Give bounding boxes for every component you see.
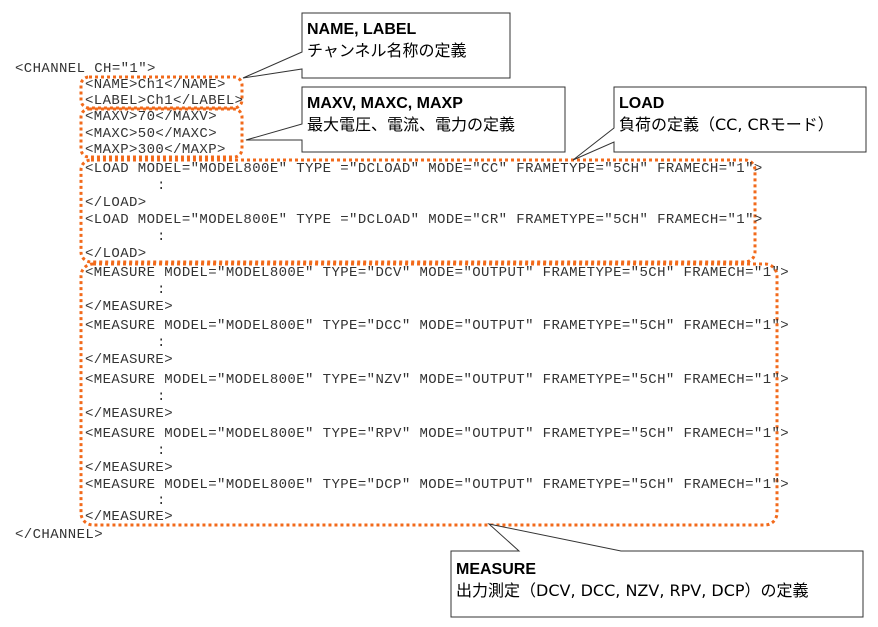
ellipsis: : [157,335,166,351]
callout-desc: 負荷の定義（CC, CRモード） [619,115,834,134]
ellipsis: : [157,389,166,405]
callout-title: LOAD [619,95,665,112]
maxc-tag: <MAXC>50</MAXC> [85,126,218,142]
callout-desc: 出力測定（DCV, DCC, NZV, RPV, DCP）の定義 [456,581,809,600]
load-highlight [79,158,757,264]
ellipsis: : [157,493,166,509]
load-cr-tag: <LOAD MODEL="MODEL800E" TYPE ="DCLOAD" M… [85,212,763,228]
name-label-callout-box [242,12,511,79]
max-highlight [79,107,244,159]
measure-close-tag: </MEASURE> [85,509,174,525]
measure-highlight [79,262,779,527]
maxv-tag: <MAXV>70</MAXV> [85,109,218,125]
load-close-tag: </LOAD> [85,195,147,211]
ellipsis: : [157,282,166,298]
callout-title: MAXV, MAXC, MAXP [307,95,463,112]
measure-close-tag: </MEASURE> [85,299,174,315]
max-callout-box [245,86,566,153]
measure-callout-box [450,523,864,618]
channel-open-tag: <CHANNEL CH="1"> [15,61,156,77]
measure-close-tag: </MEASURE> [85,406,174,422]
name-label-callout: NAME, LABEL チャンネル名称の定義 [307,20,467,62]
measure-rpv-tag: <MEASURE MODEL="MODEL800E" TYPE="RPV" MO… [85,426,790,442]
ellipsis: : [157,178,166,194]
max-callout: MAXV, MAXC, MAXP 最大電圧、電流、電力の定義 [307,94,515,136]
load-close-tag: </LOAD> [85,246,147,262]
callout-title: MEASURE [456,561,537,578]
label-tag: <LABEL>Ch1</LABEL> [85,93,244,109]
maxp-tag: <MAXP>300</MAXP> [85,142,226,158]
name-tag: <NAME>Ch1</NAME> [85,77,226,93]
channel-close-tag: </CHANNEL> [15,527,104,543]
callout-title: NAME, LABEL [307,21,417,38]
ellipsis: : [157,229,166,245]
measure-dcp-tag: <MEASURE MODEL="MODEL800E" TYPE="DCP" MO… [85,477,790,493]
ellipsis: : [157,443,166,459]
load-cc-tag: <LOAD MODEL="MODEL800E" TYPE ="DCLOAD" M… [85,161,763,177]
measure-close-tag: </MEASURE> [85,460,174,476]
load-callout: LOAD 負荷の定義（CC, CRモード） [619,94,834,136]
name-label-highlight [79,75,244,110]
measure-nzv-tag: <MEASURE MODEL="MODEL800E" TYPE="NZV" MO… [85,372,790,388]
callout-desc: 最大電圧、電流、電力の定義 [307,115,516,134]
callout-desc: チャンネル名称の定義 [307,41,467,60]
measure-dcc-tag: <MEASURE MODEL="MODEL800E" TYPE="DCC" MO… [85,318,790,334]
measure-close-tag: </MEASURE> [85,352,174,368]
load-callout-box [572,86,867,161]
measure-dcv-tag: <MEASURE MODEL="MODEL800E" TYPE="DCV" MO… [85,265,790,281]
measure-callout: MEASURE 出力測定（DCV, DCC, NZV, RPV, DCP）の定義 [456,560,809,602]
